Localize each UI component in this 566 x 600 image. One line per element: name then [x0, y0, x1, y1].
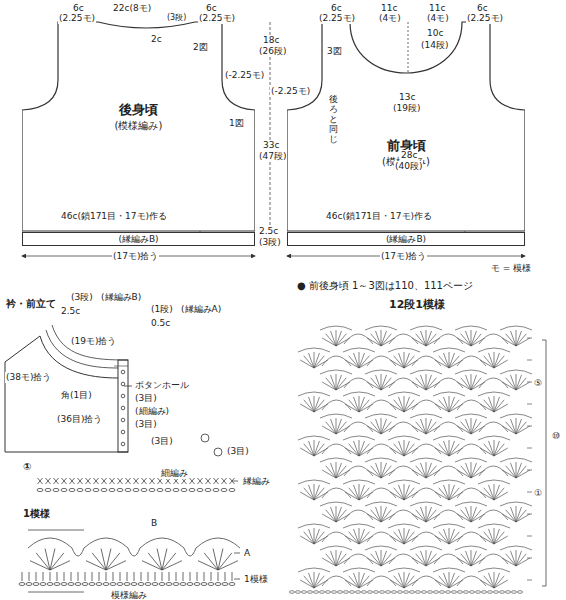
stitch-count: (2.25モ)	[466, 13, 504, 24]
note-label: 細編み	[160, 468, 189, 479]
stitch-count: (縁編みB)	[100, 292, 142, 303]
stitch-count: (3目)	[226, 446, 250, 457]
note-label: A	[243, 548, 251, 559]
border-band: (縁編みB)	[22, 232, 255, 246]
stitch-count: (3段)	[258, 237, 282, 248]
repeat-bracket	[542, 340, 546, 586]
dimension: 0.5c	[150, 318, 171, 329]
row-number: ①	[533, 488, 543, 499]
stitch-name: (模様編み)	[22, 118, 255, 134]
pattern-stitch-chart	[289, 326, 532, 593]
stitch-count: (3段)	[70, 292, 94, 303]
stitch-count: (4モ)	[426, 13, 450, 24]
row-number: ①	[22, 461, 32, 473]
stitch-count: (17モ)拾う	[112, 251, 159, 262]
buttonholes	[121, 370, 125, 446]
stitch-count: (14段)	[420, 40, 449, 51]
stitch-count: (3段)	[166, 13, 187, 23]
band-label: (縁編みB)	[287, 233, 525, 245]
note-label: 1模様	[22, 508, 51, 520]
note-label: 1模様	[243, 574, 269, 585]
stitch-count: (3目)	[134, 393, 158, 404]
stitch-count: (3目)	[134, 419, 158, 430]
piece-name: 後身頃	[22, 102, 255, 118]
stitch-count: (細編み)	[134, 406, 170, 417]
note-label: 模様編み	[110, 590, 148, 600]
stitch-count: (36目)拾う	[56, 414, 103, 425]
row-number: ⑤	[533, 378, 543, 389]
dimension: 13c	[398, 92, 416, 103]
dimension: 2.5c	[60, 306, 81, 317]
border-band: (縁編みB)	[287, 232, 525, 246]
dimension: 2c	[150, 34, 163, 45]
stitch-count: (1段)	[150, 304, 174, 315]
stitch-count: (26段)	[258, 46, 287, 57]
stitch-count: (19段)	[392, 103, 421, 114]
vertical-note: 後ろと同じ	[328, 95, 339, 144]
piece-outline	[287, 20, 525, 232]
note-label: 衿・前立て	[5, 298, 57, 310]
stitch-count: (19モ)拾う	[70, 336, 117, 347]
figure-reference: 2図	[192, 42, 209, 53]
note-label: 46c(鎖171目・17モ)作る	[60, 211, 168, 222]
stitch-count: (3目)	[150, 436, 174, 447]
garment-piece: 前身頃(模様編み)	[287, 20, 525, 232]
buttons	[124, 386, 222, 456]
stitch-count: (17モ)拾う	[380, 251, 427, 262]
note-label: 角(1目)	[60, 390, 93, 401]
vertical-note: 12段1模様	[388, 298, 446, 311]
dimension: 28c	[400, 150, 418, 161]
note-label: 縁編み	[242, 476, 271, 487]
stitch-count: (2.25モ)	[58, 13, 96, 24]
stitch-count: (4モ)	[378, 13, 402, 24]
stitch-count: (-2.25モ)	[224, 70, 265, 81]
stitch-count: (2.25モ)	[198, 13, 236, 24]
collar-illustration	[5, 325, 128, 452]
dimension: 10c	[426, 28, 444, 39]
stitch-count: (縁編みA)	[180, 304, 222, 315]
stitch-count: (-2.25モ)	[270, 86, 311, 97]
note-label: ● 前後身頃 1～3図は110、111ページ	[296, 280, 474, 292]
note-label: ボタンホール	[134, 380, 190, 391]
garment-piece: 後身頃(模様編み)	[22, 20, 255, 232]
single-crochet-chart	[37, 478, 238, 492]
note-label: 46c(鎖171目・17モ)作る	[325, 211, 433, 222]
stitch-count: (2.25モ)	[318, 13, 356, 24]
note-label: B	[150, 518, 158, 529]
dimension-lines	[22, 22, 525, 256]
row-number: ⑩	[551, 432, 562, 442]
stitch-count: (40段)	[394, 161, 423, 172]
note-label: モ = 模様	[490, 263, 532, 274]
band-label: (縁編みB)	[22, 233, 255, 245]
stitch-count: (38モ)拾う	[5, 372, 52, 383]
figure-reference: 3図	[326, 46, 343, 57]
dimension: 33c	[262, 140, 280, 151]
note-label: 22c(8モ)	[112, 3, 152, 14]
figure-reference: 1図	[228, 118, 245, 129]
edging-chart	[19, 530, 240, 592]
stitch-count: (47段)	[258, 151, 287, 162]
dimension: 2.5c	[258, 226, 279, 237]
dimension: 18c	[262, 35, 280, 46]
